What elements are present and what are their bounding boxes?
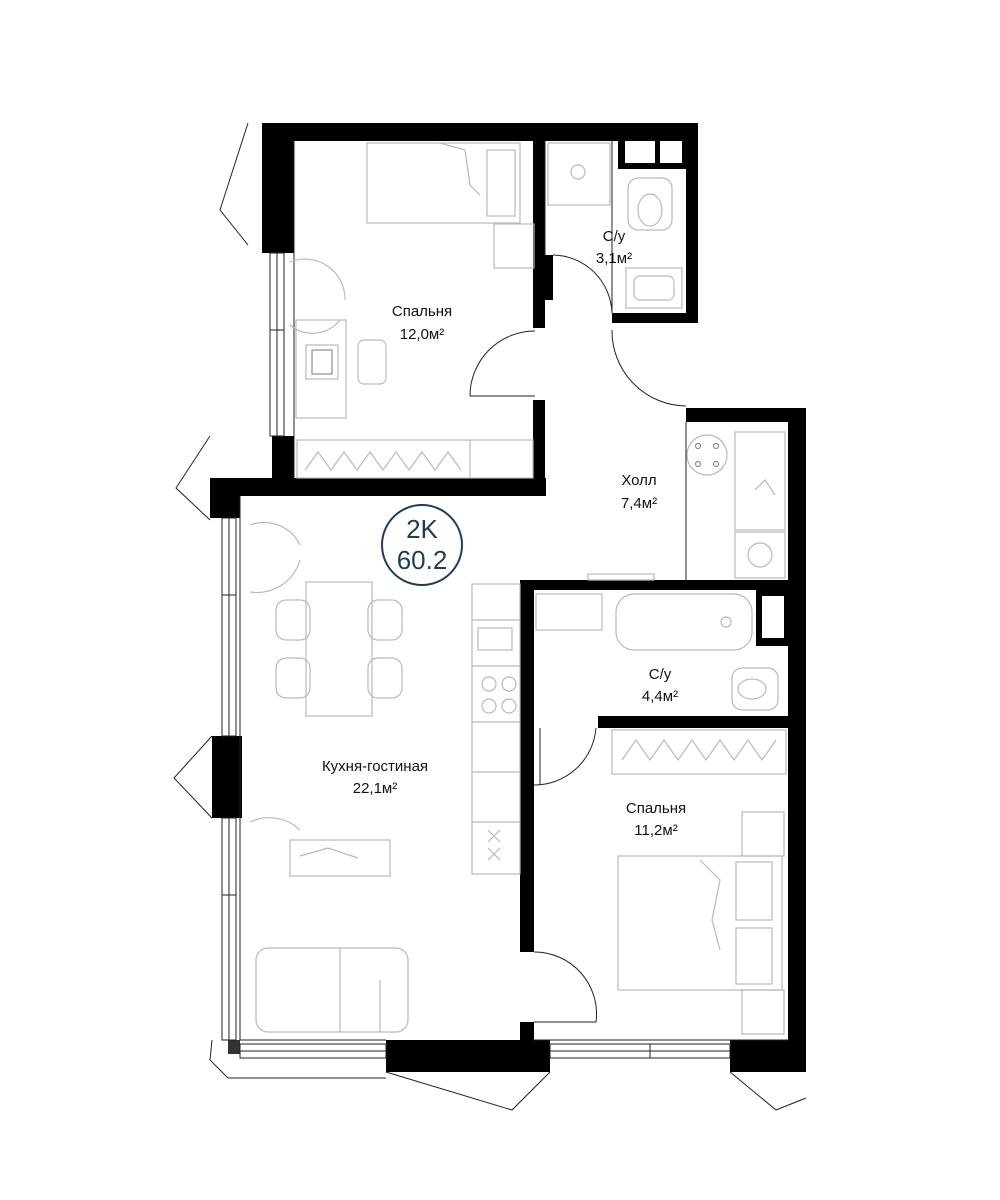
- wall-bedroom1-bottom: [210, 478, 546, 496]
- wall-left-living-top: [210, 478, 240, 518]
- wall-bath2-bottom: [598, 716, 790, 728]
- room-area-bathroom-1: 3,1м²: [596, 250, 632, 267]
- wall-left-lower: [272, 436, 294, 490]
- washing-machine: [734, 531, 786, 579]
- bed-bedroom2: [617, 855, 783, 991]
- wall-bath2-left: [520, 580, 534, 952]
- tv-stand: [289, 839, 391, 877]
- windows: [173, 122, 807, 1111]
- door-bath2: [533, 727, 597, 786]
- wall-bottom-left-corner: [228, 1040, 240, 1054]
- badge-area: 60.2: [397, 545, 448, 575]
- wall-bath1-left-stub: [545, 255, 553, 300]
- sink-bath1: [625, 267, 683, 309]
- wall-top: [262, 123, 698, 141]
- inner-lines: [239, 141, 788, 1041]
- door-bedroom2: [533, 951, 597, 1023]
- balcony-mid-left: [175, 435, 211, 521]
- room-area-kitchen-living: 22,1м²: [353, 780, 398, 797]
- wardrobe-hall: [734, 431, 786, 531]
- shower: [547, 142, 611, 206]
- room-area-hall: 7,4м²: [621, 495, 657, 512]
- balcony-bottom-center: [385, 1071, 551, 1111]
- sofa: [255, 947, 409, 1033]
- bathtub: [615, 593, 753, 651]
- badge-circle: [381, 504, 463, 586]
- room-name-bathroom-2: С/у: [649, 666, 672, 683]
- balcony-top-left: [219, 122, 249, 246]
- shaft-inner-b: [660, 141, 682, 163]
- wall-bottom-center: [386, 1040, 550, 1072]
- dining-chair: [275, 599, 311, 641]
- dining-table: [305, 581, 373, 717]
- doors: [249, 254, 687, 1023]
- chair-bedroom1: [357, 339, 387, 385]
- balcony-bottom-right: [729, 1071, 807, 1111]
- wall-bath1-bottom: [612, 313, 698, 323]
- nightstand-bedroom2: [741, 811, 785, 857]
- toilet-bath2: [731, 667, 779, 711]
- kitchen-counter: [471, 583, 521, 875]
- sink-bath2: [535, 593, 603, 631]
- room-name-bedroom-1: Спальня: [392, 303, 452, 320]
- wall-bath2-top: [520, 580, 790, 590]
- wardrobe-bedroom2: [611, 729, 787, 775]
- wall-hall-top: [686, 408, 806, 422]
- facade-bottom-left: [209, 1039, 386, 1079]
- wall-left-upper: [262, 123, 294, 253]
- room-area-bedroom-2: 11,2м²: [634, 822, 677, 839]
- round-table: [686, 434, 728, 476]
- wall-bedroom1-right-upper: [533, 123, 545, 328]
- nightstand: [493, 223, 535, 269]
- desk: [295, 319, 347, 419]
- badge-rooms: 2K: [406, 514, 438, 544]
- hob-burner: [481, 676, 497, 692]
- wall-left-living-mid: [212, 736, 242, 818]
- balcony-lower-left: [173, 735, 213, 819]
- apartment-type-badge: 2K 60.2: [381, 504, 463, 586]
- wall-bottom-right: [730, 1040, 806, 1072]
- wall-bath1-right: [686, 123, 698, 323]
- furniture: [255, 142, 787, 1035]
- door-bath1: [552, 254, 613, 314]
- wardrobe-bedroom1: [296, 439, 534, 479]
- room-name-kitchen-living: Кухня-гостиная: [322, 758, 428, 775]
- toilet-bath1: [627, 177, 673, 231]
- wall-bedroom1-right-lower: [533, 400, 545, 496]
- shaft-inner-a: [625, 141, 655, 163]
- wall-right: [788, 408, 806, 1053]
- room-area-bathroom-2: 4,4м²: [642, 688, 678, 705]
- door-hall: [611, 329, 687, 407]
- room-area-bedroom-1: 12,0м²: [400, 326, 445, 343]
- room-labels: Спальня 12,0м² С/у 3,1м² Холл 7,4м² Кухн…: [322, 228, 686, 839]
- shaft-right-inner: [762, 596, 784, 638]
- room-name-bedroom-2: Спальня: [626, 800, 686, 817]
- walls: [210, 123, 806, 1072]
- room-name-bathroom-1: С/у: [603, 228, 626, 245]
- kitchen-sink: [477, 627, 513, 651]
- bed-bedroom1: [366, 142, 521, 224]
- room-name-hall: Холл: [621, 472, 656, 489]
- door-bedroom1: [469, 330, 536, 397]
